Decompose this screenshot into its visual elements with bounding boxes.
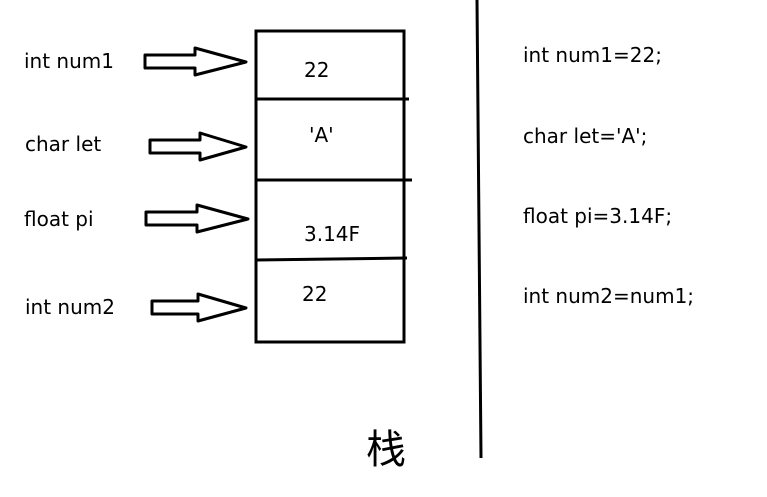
arrow-num1-icon	[143, 46, 248, 77]
variable-label-pi: float pi	[24, 207, 94, 231]
arrow-pi-icon	[144, 203, 250, 234]
variable-label-let: char let	[25, 132, 102, 156]
stack-box	[254, 29, 406, 344]
cell-value-num2: 22	[302, 282, 328, 306]
variable-label-num2: int num2	[25, 295, 115, 319]
stack-label: 栈	[366, 427, 406, 473]
arrow-let-icon	[148, 131, 248, 162]
code-line-pi: float pi=3.14F;	[523, 204, 673, 228]
cell-value-let: 'A'	[309, 123, 334, 147]
variable-label-num1: int num1	[24, 49, 114, 73]
arrow-num2-icon	[150, 292, 248, 323]
code-line-num2: int num2=num1;	[523, 284, 695, 308]
code-line-num1: int num1=22;	[523, 43, 662, 67]
cell-divider-3	[255, 256, 408, 262]
vertical-separator	[475, 0, 483, 459]
cell-value-num1: 22	[304, 58, 330, 82]
code-line-let: char let='A';	[523, 124, 648, 148]
cell-value-pi: 3.14F	[304, 222, 361, 246]
